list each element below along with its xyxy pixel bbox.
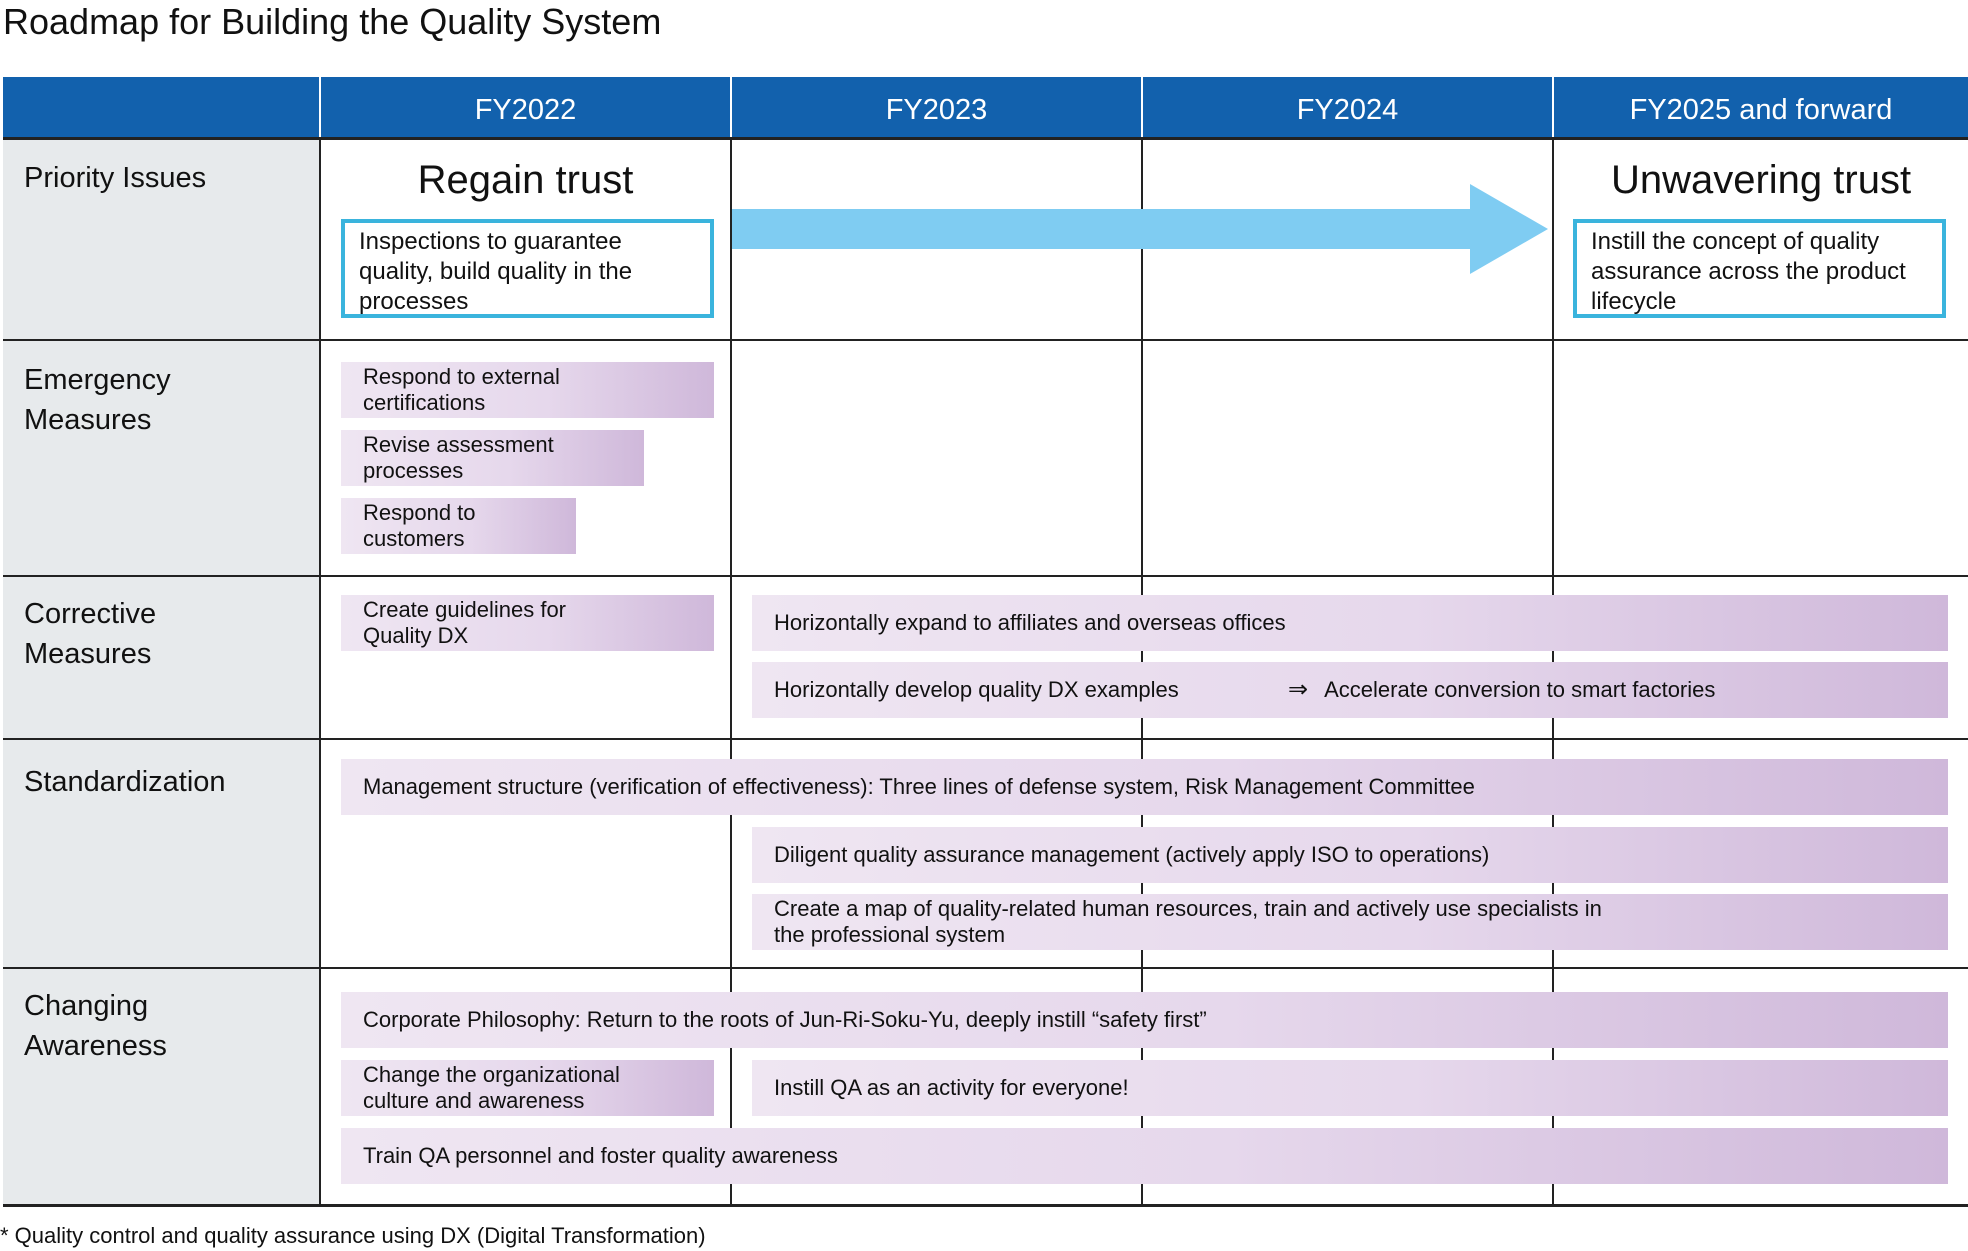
bar-emergency-assessment: Revise assessment processes [341, 430, 644, 486]
header-bar [3, 77, 1968, 137]
bar-corrective-develop-label: Horizontally develop quality DX examples [774, 677, 1179, 702]
footnote: * Quality control and quality assurance … [0, 1223, 706, 1248]
row-label-standardization: Standardization [24, 766, 226, 798]
column-header-fy2023: FY2023 [885, 93, 988, 126]
header-separator [1141, 77, 1143, 137]
row-label-priority-issues: Priority Issues [24, 162, 207, 194]
row-divider [3, 339, 1968, 341]
bar-corrective-expand: Horizontally expand to affiliates and ov… [752, 595, 1948, 651]
column-header-fy2024: FY2024 [1296, 93, 1399, 126]
row-label-emergency-measures: Emergency Measures [24, 364, 171, 436]
bar-emergency-certifications: Respond to external certifications [341, 362, 714, 418]
heading-unwavering-trust: Unwavering trust [1610, 158, 1912, 202]
row-label-changing-awareness: Changing Awareness [24, 990, 167, 1062]
header-separator [319, 77, 321, 137]
bar-awareness-philosophy: Corporate Philosophy: Return to the root… [341, 992, 1948, 1048]
bar-corrective-accelerate: ⇒ Accelerate conversion to smart factori… [1288, 662, 1715, 718]
header-separator [730, 77, 732, 137]
row-divider [3, 738, 1968, 740]
heading-regain-trust: Regain trust [417, 158, 634, 202]
double-arrow-icon: ⇒ [1288, 676, 1309, 703]
bar-emergency-customers: Respond to customers [341, 498, 576, 554]
bar-standardization-hr-map: Create a map of quality-related human re… [752, 894, 1948, 950]
bar-corrective-develop: Horizontally develop quality DX examples… [752, 662, 1948, 718]
header-bottom-line [3, 137, 1968, 140]
bar-awareness-everyone: Instill QA as an activity for everyone! [752, 1060, 1948, 1116]
issue-box-end: Instill the concept of quality assurance… [1573, 219, 1946, 318]
bar-awareness-train: Train QA personnel and foster quality aw… [341, 1128, 1948, 1184]
page-title: Roadmap for Building the Quality System [3, 1, 662, 42]
table-bottom-line [3, 1204, 1968, 1207]
row-label-corrective-measures: Corrective Measures [24, 598, 157, 670]
bar-standardization-management: Management structure (verification of ef… [341, 759, 1948, 815]
row-label-column [3, 139, 319, 1205]
row-divider [3, 967, 1968, 969]
bar-standardization-iso: Diligent quality assurance management (a… [752, 827, 1948, 883]
progress-arrow [732, 184, 1548, 274]
bar-corrective-accelerate-label: Accelerate conversion to smart factories [1324, 677, 1716, 702]
row-divider [3, 575, 1968, 577]
issue-box-start: Inspections to guarantee quality, build … [341, 219, 714, 318]
bar-corrective-guidelines: Create guidelines for Quality DX [341, 595, 714, 651]
column-header-fy2022: FY2022 [474, 93, 577, 126]
column-divider [319, 139, 321, 1205]
bar-awareness-culture: Change the organizational culture and aw… [341, 1060, 714, 1116]
column-header-fy2025: FY2025 and forward [1629, 93, 1893, 126]
header-separator [1552, 77, 1554, 137]
column-divider [730, 139, 732, 1205]
